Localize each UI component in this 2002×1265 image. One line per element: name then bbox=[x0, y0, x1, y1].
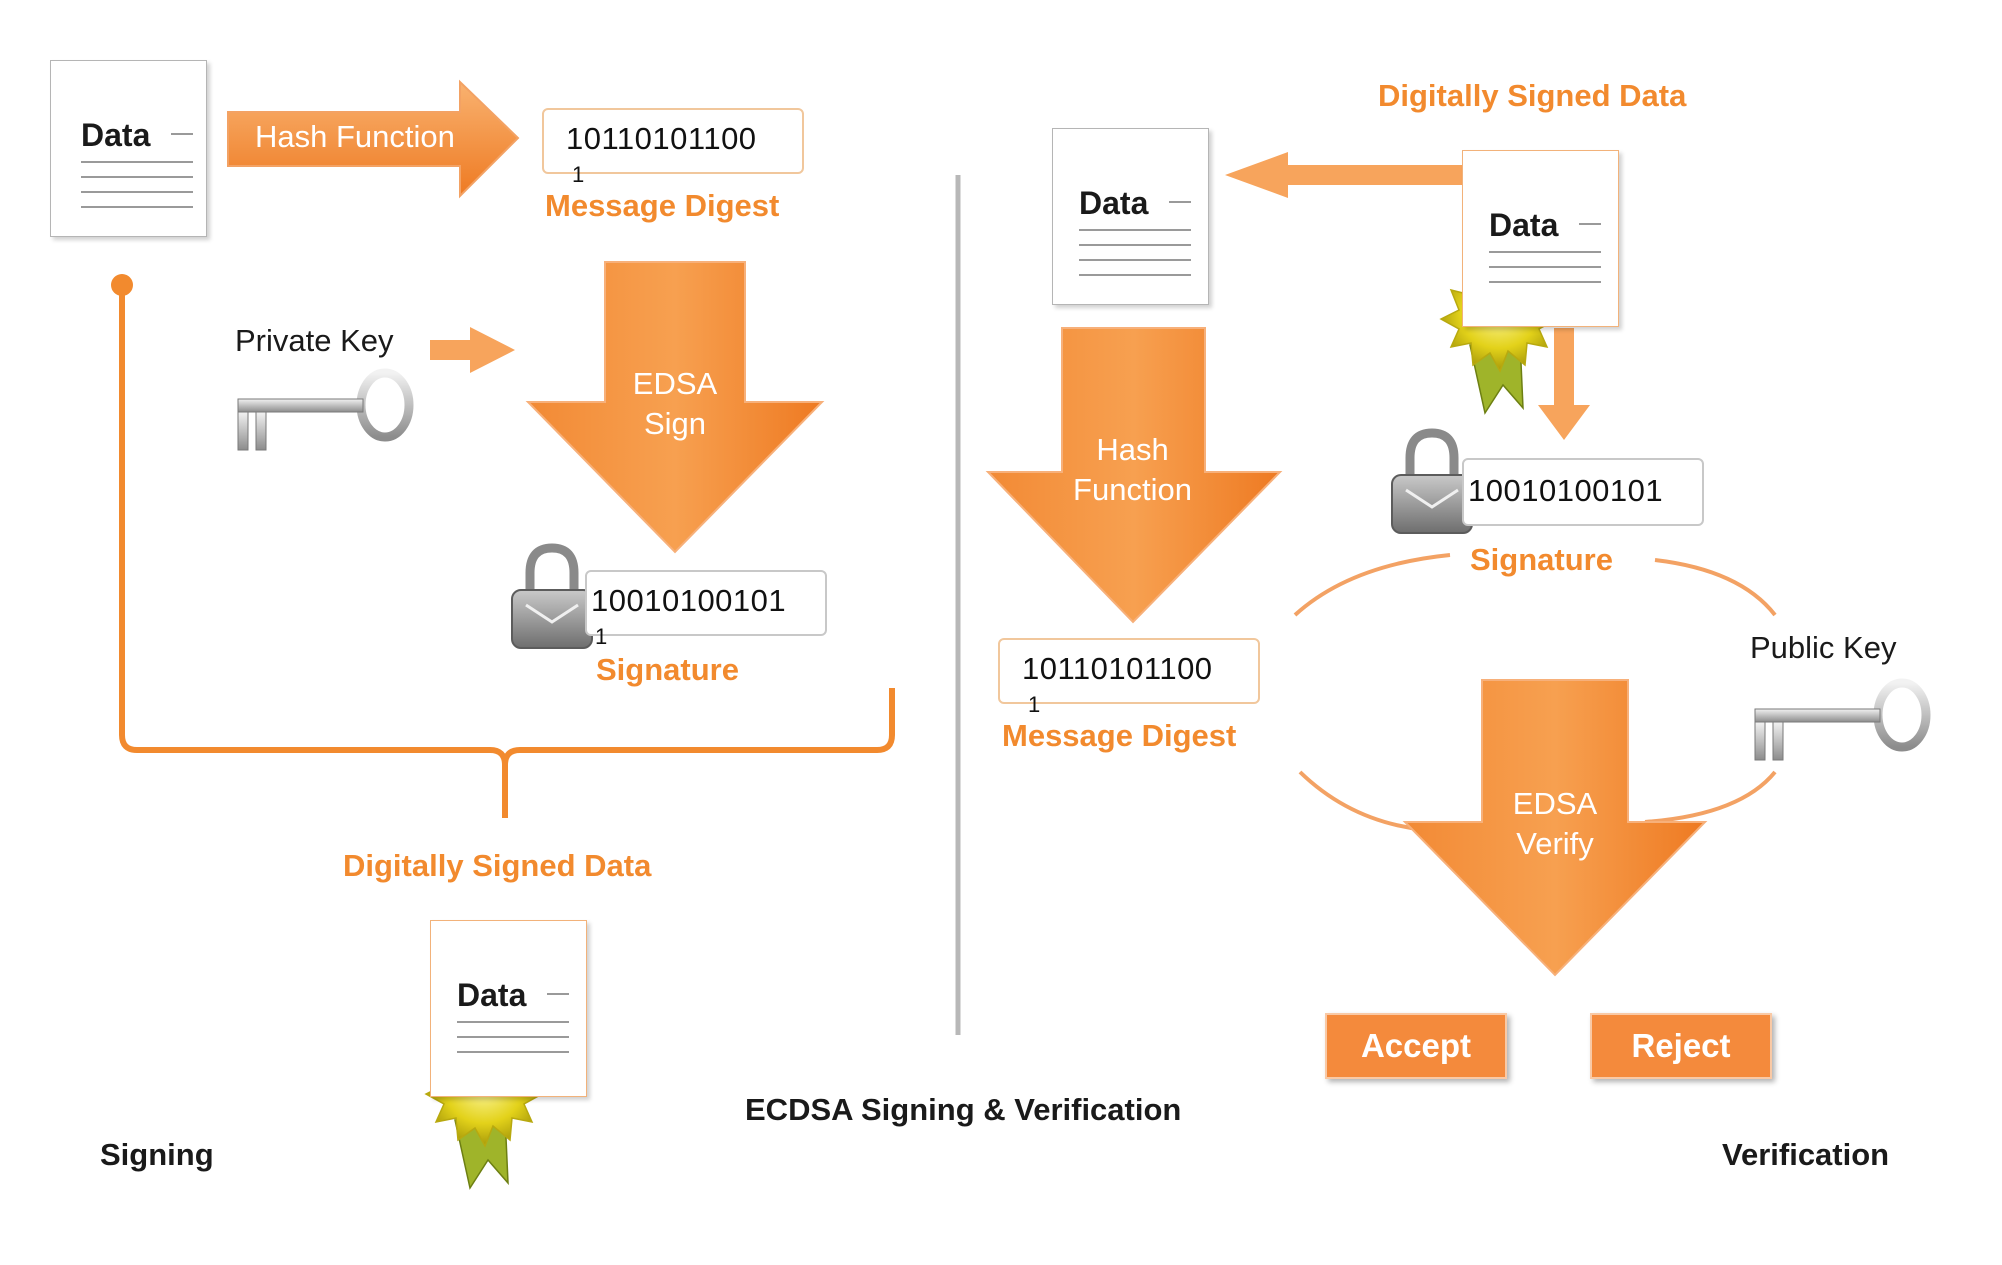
edsa-verify-arrow bbox=[1402, 679, 1708, 977]
public-key-icon bbox=[1754, 678, 1931, 761]
verification-digest-label: Message Digest bbox=[1002, 718, 1237, 753]
verification-digest-carry: 1 bbox=[1028, 692, 1041, 717]
padlock-icon-verification bbox=[1391, 428, 1473, 534]
private-key-arrow bbox=[430, 327, 515, 373]
extracted-data-label: Data bbox=[1079, 185, 1149, 221]
edsa-sign-line1: EDSA bbox=[632, 366, 718, 401]
signing-signature-label: Signature bbox=[596, 652, 739, 687]
verification-digest-box: 10110101100 1 bbox=[998, 638, 1260, 717]
signing-digest-carry: 1 bbox=[572, 162, 585, 187]
extracted-data-document-icon: Data bbox=[1052, 128, 1209, 305]
signature-arc-right bbox=[1654, 558, 1777, 617]
signing-section-label: Signing bbox=[100, 1137, 214, 1172]
edsa-verify-line2: Verify bbox=[1516, 826, 1594, 861]
edsa-sign-label: EDSA Sign bbox=[615, 364, 735, 444]
data-document-label: Data bbox=[81, 117, 151, 153]
edsa-verify-label: EDSA Verify bbox=[1495, 784, 1615, 864]
verification-signature-bits: 10010100101 bbox=[1468, 473, 1664, 508]
signing-digest-label: Message Digest bbox=[545, 188, 780, 223]
hash-function-label: Hash Function bbox=[255, 119, 455, 154]
verify-hash-arrow bbox=[985, 327, 1283, 624]
signature-arc-left bbox=[1293, 553, 1451, 617]
signing-signature-box: 10010100101 1 bbox=[585, 570, 827, 649]
verification-signed-data-label: Digitally Signed Data bbox=[1378, 78, 1687, 113]
signing-signature-carry: 1 bbox=[595, 624, 608, 649]
verification-section-label: Verification bbox=[1722, 1137, 1890, 1172]
private-key-label: Private Key bbox=[235, 323, 394, 358]
reject-button[interactable]: Reject bbox=[1590, 1013, 1772, 1079]
private-key-icon bbox=[237, 368, 414, 451]
data-document-icon: Data bbox=[50, 60, 207, 237]
edsa-verify-line1: EDSA bbox=[1512, 786, 1598, 821]
verification-digest-bits: 10110101100 bbox=[1022, 651, 1213, 686]
public-key-arc-right bbox=[1644, 770, 1777, 824]
public-key-label: Public Key bbox=[1750, 630, 1897, 665]
extract-signature-arrow bbox=[1538, 328, 1590, 440]
signed-data-bracket bbox=[119, 285, 895, 818]
signed-document-icon: Data bbox=[430, 920, 587, 1097]
diagram-title: ECDSA Signing & Verification bbox=[745, 1092, 1182, 1127]
signing-digest-bits: 10110101100 bbox=[566, 121, 757, 156]
extract-data-arrow bbox=[1225, 152, 1470, 198]
accept-button[interactable]: Accept bbox=[1325, 1013, 1507, 1079]
verify-hash-label: Hash Function bbox=[1060, 430, 1205, 510]
signing-signed-data-label: Digitally Signed Data bbox=[343, 848, 652, 883]
verification-signed-doc-label: Data bbox=[1489, 207, 1559, 243]
padlock-icon-signing bbox=[511, 543, 593, 649]
edsa-sign-arrow bbox=[525, 261, 825, 554]
verify-hash-line1: Hash bbox=[1096, 432, 1169, 467]
signing-signature-bits: 10010100101 bbox=[591, 583, 787, 618]
verify-hash-line2: Function bbox=[1073, 472, 1192, 507]
verification-signed-document-icon: Data bbox=[1462, 150, 1619, 327]
signing-digest-box: 10110101100 1 bbox=[542, 108, 804, 187]
verification-signature-label: Signature bbox=[1470, 542, 1613, 577]
edsa-sign-line2: Sign bbox=[643, 406, 707, 441]
hash-function-arrow bbox=[227, 79, 520, 199]
signed-document-label: Data bbox=[457, 977, 527, 1013]
verification-signature-box: 10010100101 bbox=[1462, 458, 1704, 526]
